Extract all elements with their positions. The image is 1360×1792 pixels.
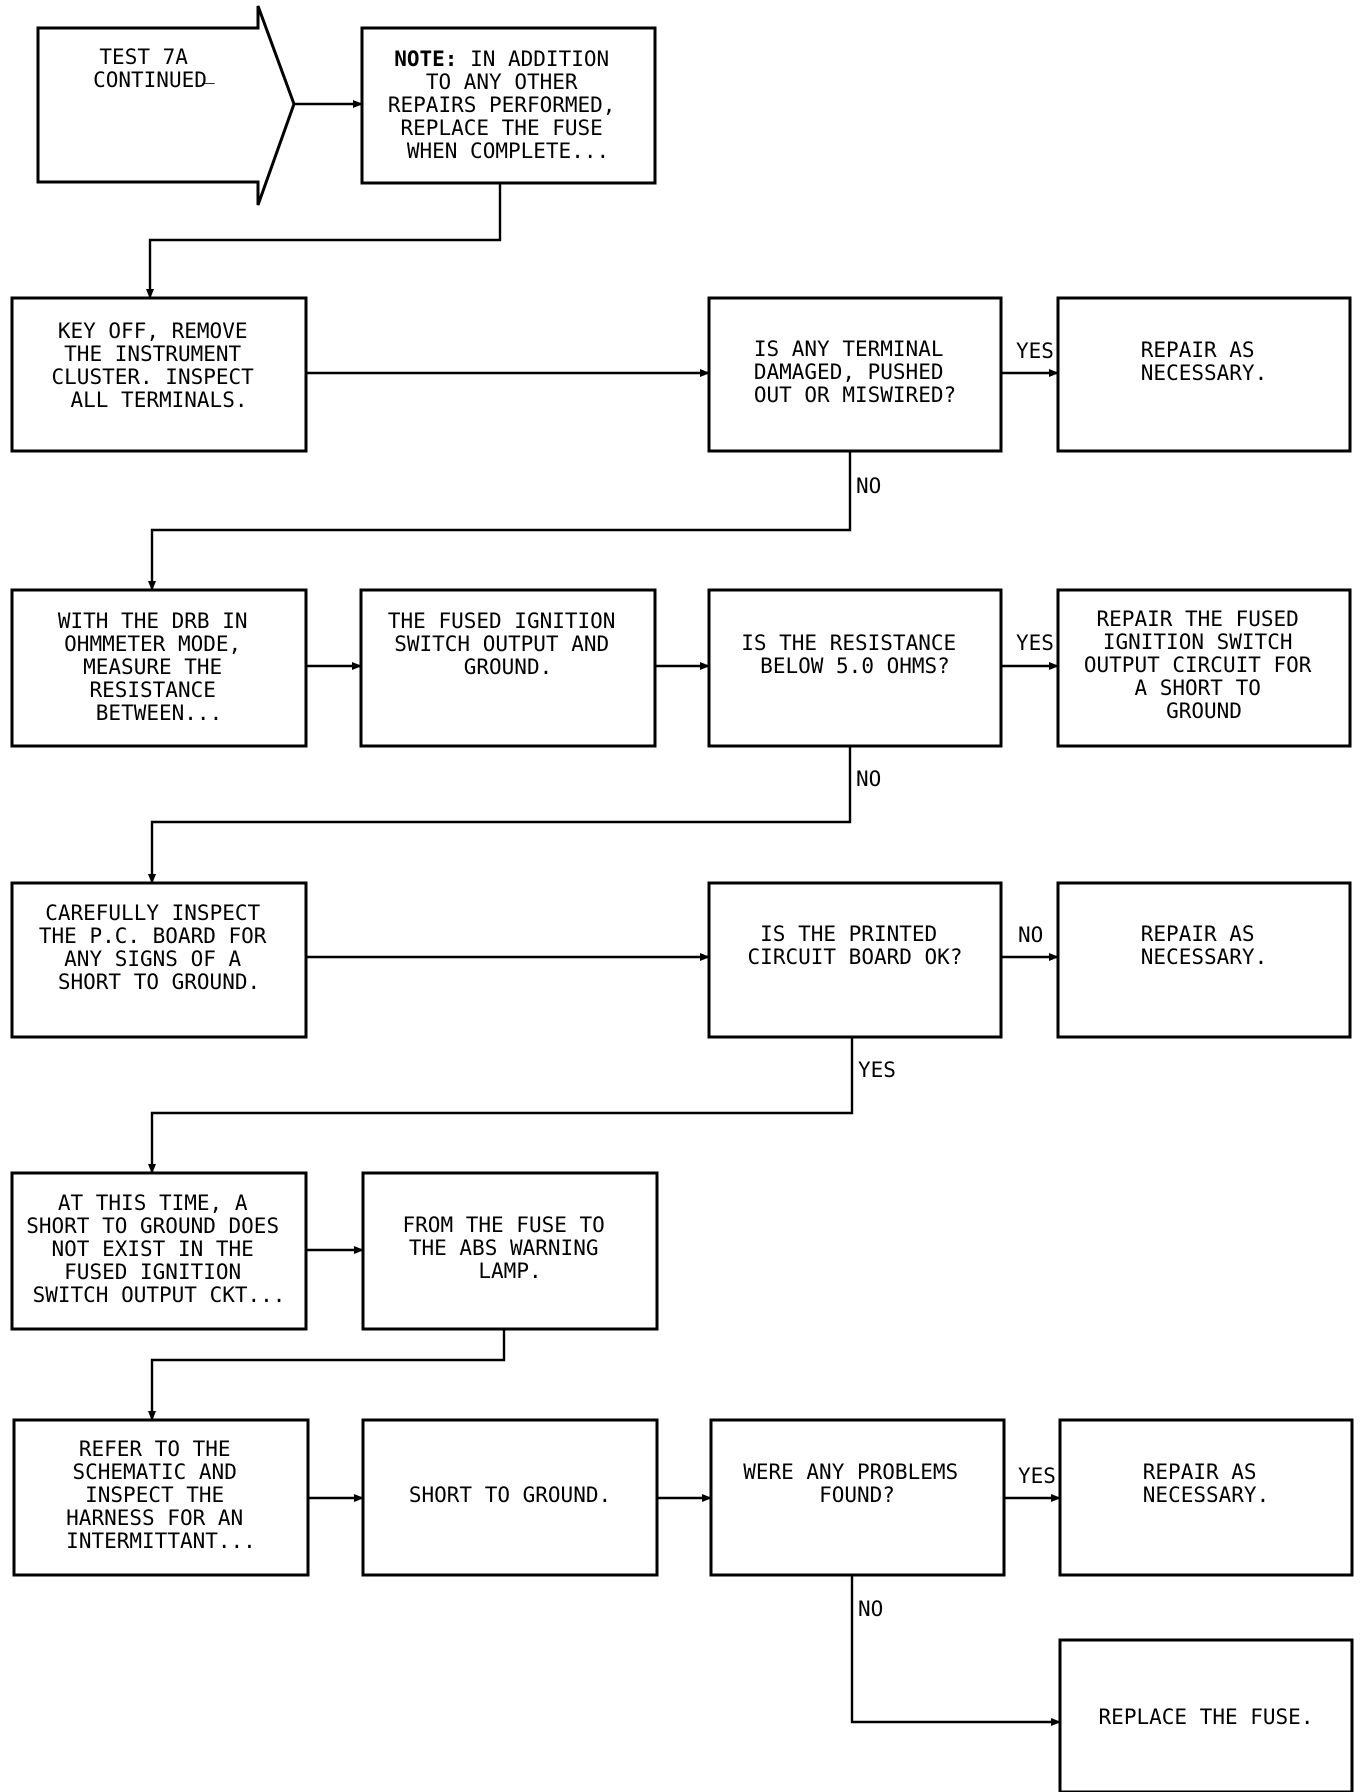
drb-ohmmeter-box: WITH THE DRB IN OHMMETER MODE, MEASURE T… bbox=[10, 588, 308, 748]
connector-lamp-to-refer bbox=[148, 1329, 506, 1421]
label-yes-3: YES bbox=[858, 1058, 896, 1082]
connector-pcb-yes bbox=[148, 1037, 854, 1174]
resistance-question-text: IS THE RESISTANCE BELOW 5.0 OHMS? bbox=[741, 631, 969, 678]
inspect-pc-box: CAREFULLY INSPECT THE P.C. BOARD FOR ANY… bbox=[10, 881, 308, 1039]
short-ground-text: SHORT TO GROUND. bbox=[409, 1483, 611, 1507]
problems-question-text: WERE ANY PROBLEMS FOUND? bbox=[743, 1460, 971, 1507]
start-text: TEST 7A CONTINUED bbox=[93, 45, 207, 92]
repair-fused-text: REPAIR THE FUSED IGNITION SWITCH OUTPUT … bbox=[1084, 607, 1324, 723]
repair-box-1: REPAIR AS NECESSARY. bbox=[1056, 296, 1352, 453]
repair-text-1: REPAIR AS NECESSARY. bbox=[1141, 338, 1267, 385]
drb-ohmmeter-text: WITH THE DRB IN OHMMETER MODE, MEASURE T… bbox=[58, 609, 260, 725]
note-box: NOTE: IN ADDITION TO ANY OTHER REPAIRS P… bbox=[360, 26, 657, 185]
repair-text-2: REPAIR AS NECESSARY. bbox=[1141, 922, 1267, 969]
start-underscore: _ bbox=[202, 60, 215, 84]
repair-box-2: REPAIR AS NECESSARY. bbox=[1056, 881, 1352, 1039]
no-short-text: AT THIS TIME, A SHORT TO GROUND DOES NOT… bbox=[26, 1191, 292, 1307]
refer-schematic-box: REFER TO THE SCHEMATIC AND INSPECT THE H… bbox=[12, 1418, 310, 1577]
connector-note-to-key-off bbox=[146, 183, 502, 299]
inspect-pc-text: CAREFULLY INSPECT THE P.C. BOARD FOR ANY… bbox=[39, 901, 279, 994]
fused-ignition-box: THE FUSED IGNITION SWITCH OUTPUT AND GRO… bbox=[359, 588, 657, 748]
key-off-box: KEY OFF, REMOVE THE INSTRUMENT CLUSTER. … bbox=[10, 296, 308, 453]
label-no-1: NO bbox=[856, 474, 881, 498]
fused-ignition-text: THE FUSED IGNITION SWITCH OUTPUT AND GRO… bbox=[388, 609, 628, 679]
start-arrow-block: TEST 7A CONTINUED _ bbox=[36, 5, 296, 206]
refer-schematic-text: REFER TO THE SCHEMATIC AND INSPECT THE H… bbox=[66, 1437, 256, 1553]
connector-terminal-no bbox=[148, 451, 852, 591]
resistance-question-box: IS THE RESISTANCE BELOW 5.0 OHMS? bbox=[707, 588, 1003, 748]
key-off-text: KEY OFF, REMOVE THE INSTRUMENT CLUSTER. … bbox=[52, 319, 267, 412]
terminal-question-text: IS ANY TERMINAL DAMAGED, PUSHED OUT OR M… bbox=[754, 337, 956, 407]
connector-resistance-no bbox=[148, 746, 852, 884]
fuse-to-lamp-text: FROM THE FUSE TO THE ABS WARNING LAMP. bbox=[403, 1213, 618, 1283]
label-yes-1: YES bbox=[1016, 339, 1054, 363]
note-label: NOTE: bbox=[394, 47, 457, 71]
label-yes-4: YES bbox=[1018, 1464, 1056, 1488]
connector-problems-no bbox=[850, 1575, 1061, 1726]
note-text: NOTE: IN ADDITION TO ANY OTHER REPAIRS P… bbox=[388, 47, 628, 163]
repair-text-3: REPAIR AS NECESSARY. bbox=[1143, 1460, 1269, 1507]
label-no-3: NO bbox=[1018, 923, 1043, 947]
no-short-box: AT THIS TIME, A SHORT TO GROUND DOES NOT… bbox=[10, 1171, 308, 1331]
label-yes-2: YES bbox=[1016, 631, 1054, 655]
repair-fused-box: REPAIR THE FUSED IGNITION SWITCH OUTPUT … bbox=[1056, 588, 1352, 748]
fuse-to-lamp-box: FROM THE FUSE TO THE ABS WARNING LAMP. bbox=[361, 1171, 659, 1331]
label-no-2: NO bbox=[856, 767, 881, 791]
label-no-4: NO bbox=[858, 1597, 883, 1621]
replace-fuse-box: REPLACE THE FUSE. bbox=[1058, 1638, 1354, 1792]
pcb-question-box: IS THE PRINTED CIRCUIT BOARD OK? bbox=[707, 881, 1003, 1039]
terminal-question-box: IS ANY TERMINAL DAMAGED, PUSHED OUT OR M… bbox=[707, 296, 1003, 453]
pcb-question-text: IS THE PRINTED CIRCUIT BOARD OK? bbox=[748, 922, 963, 969]
replace-fuse-text: REPLACE THE FUSE. bbox=[1099, 1705, 1314, 1729]
short-ground-box: SHORT TO GROUND. bbox=[361, 1418, 659, 1577]
problems-question-box: WERE ANY PROBLEMS FOUND? bbox=[709, 1418, 1006, 1577]
repair-box-3: REPAIR AS NECESSARY. bbox=[1058, 1418, 1354, 1577]
